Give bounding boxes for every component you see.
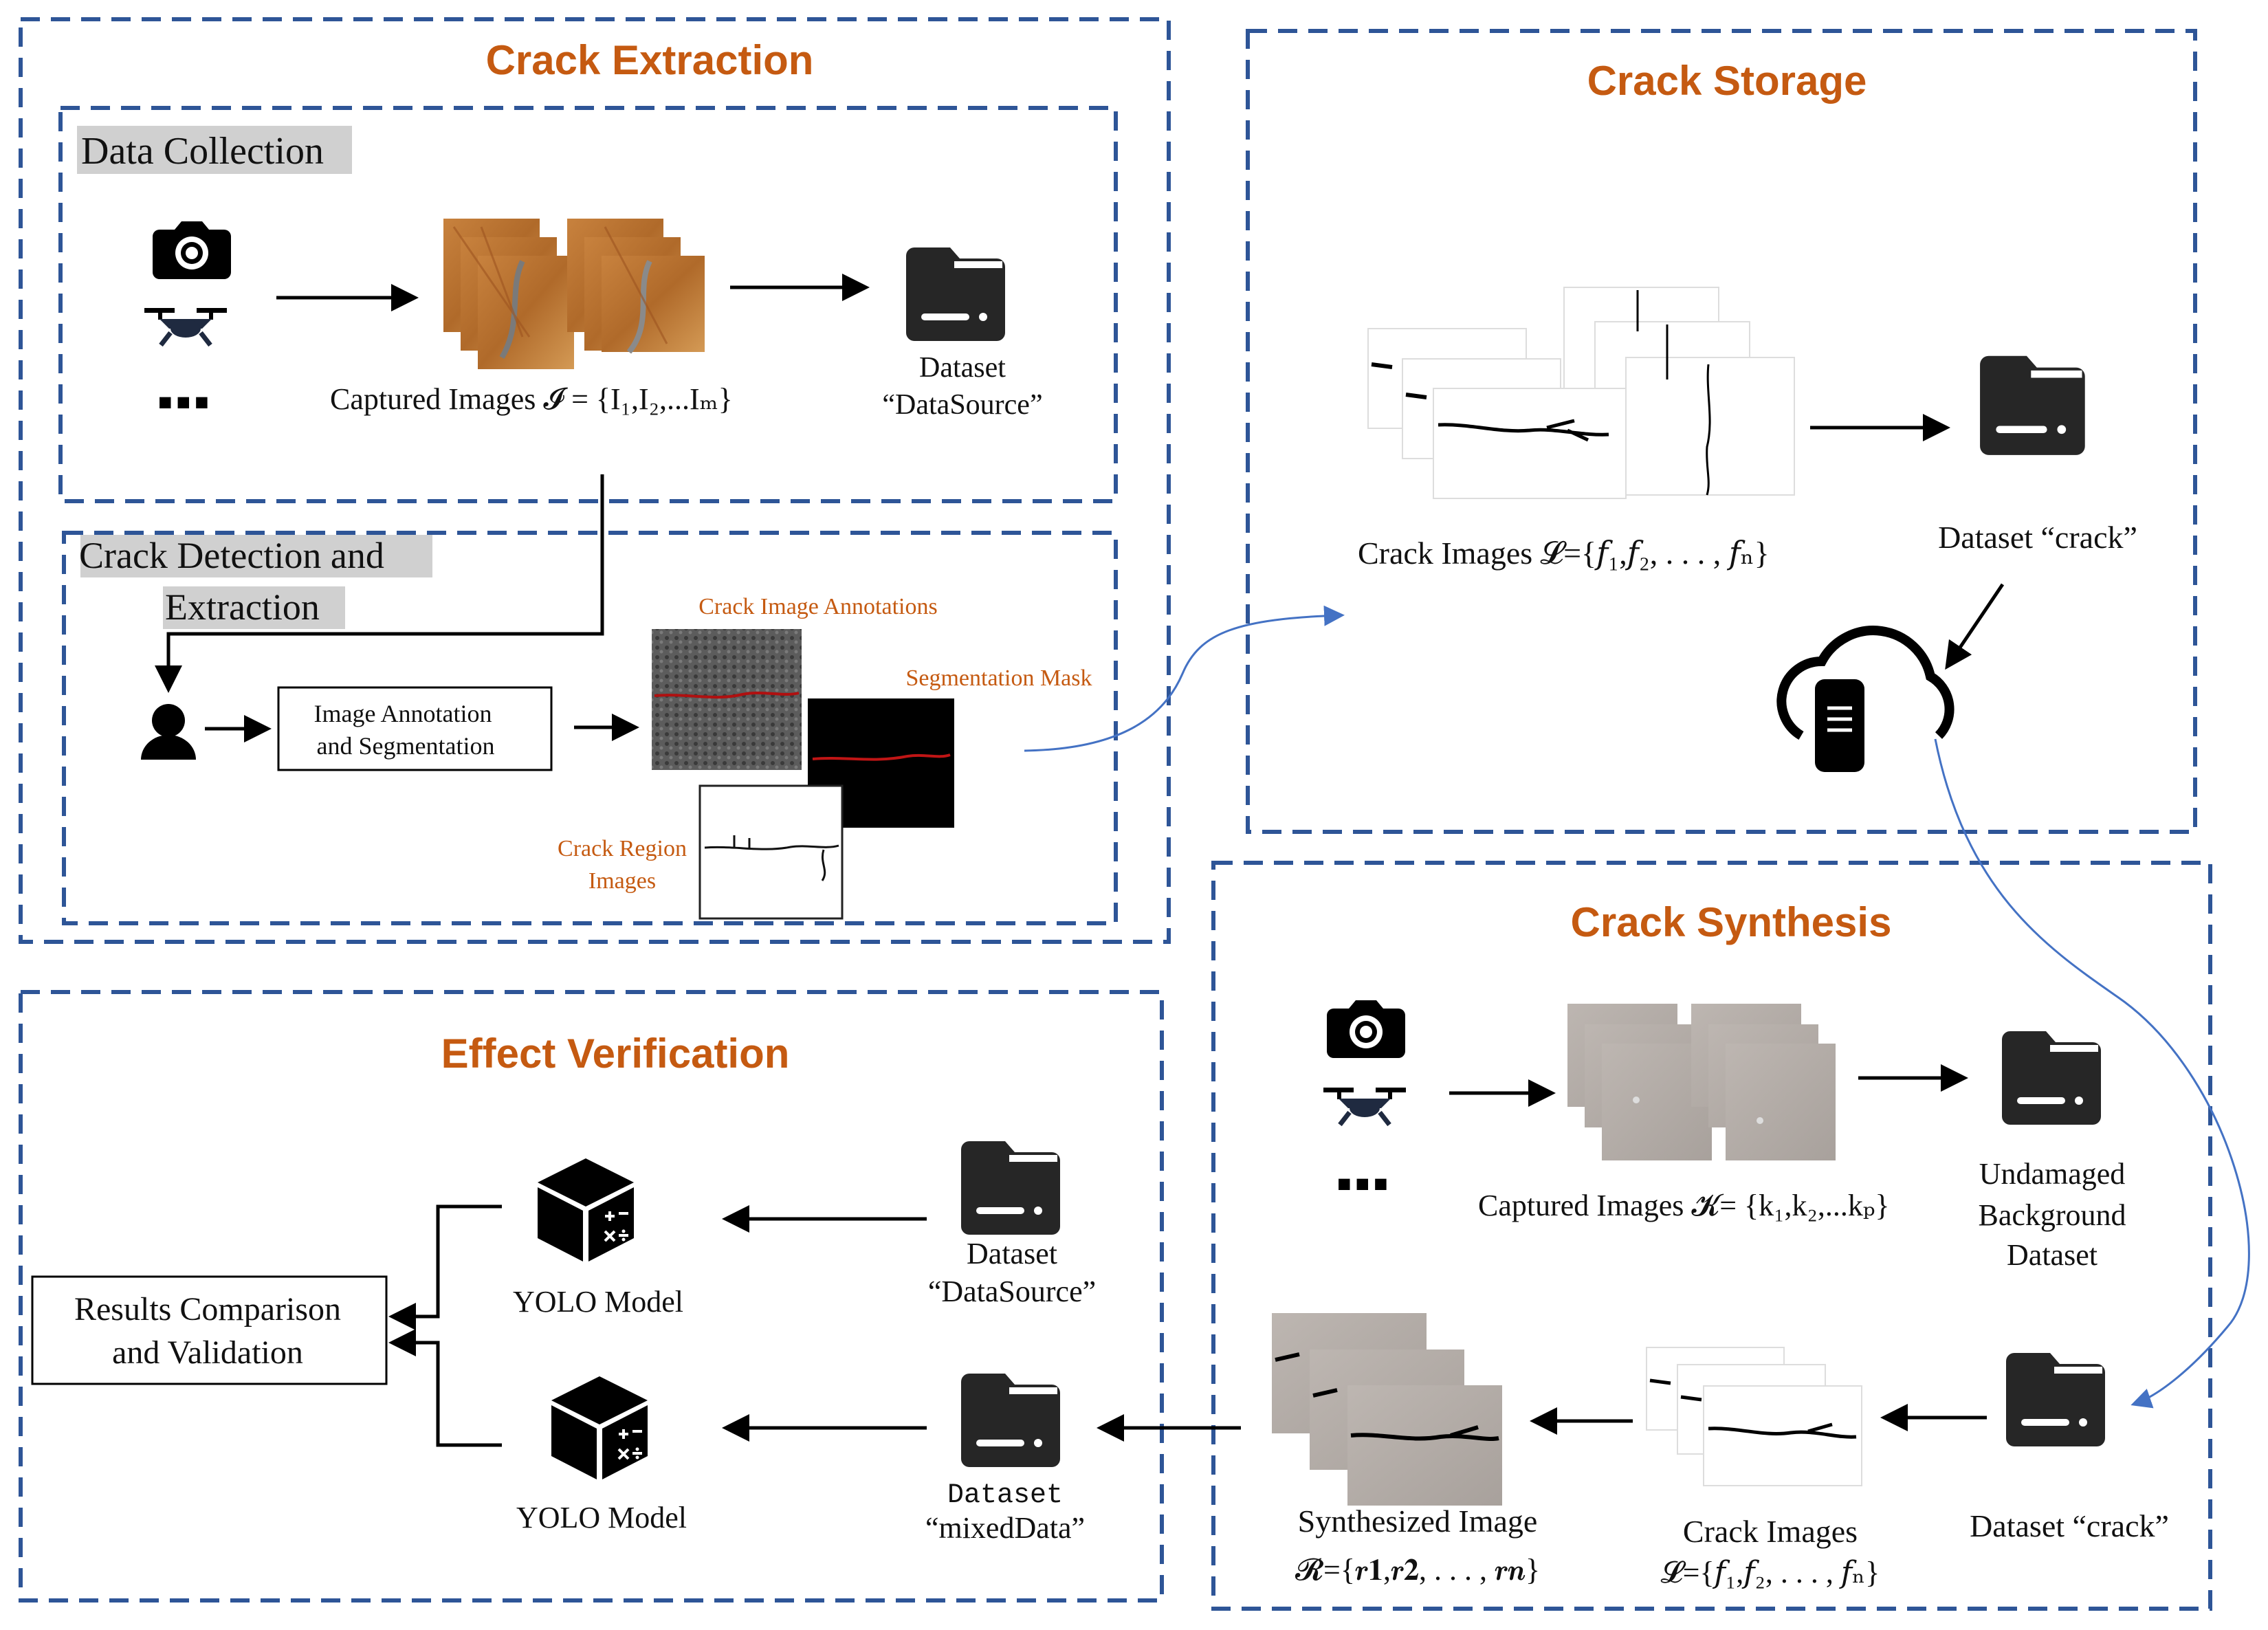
annotation-segmentation-box xyxy=(277,686,553,771)
captured-wood-images xyxy=(443,219,705,369)
dataset-mixeddata-line1: Dataset xyxy=(947,1480,1063,1511)
annotated-crack-image xyxy=(652,629,802,770)
effect-verification-title: Effect Verification xyxy=(441,1031,790,1077)
captured-images-caption: Captured Images 𝓘 = {I₁,I₂,...Iₘ} xyxy=(330,382,733,416)
camera-icon-synthesis xyxy=(1327,1000,1405,1058)
folder-icon-crack xyxy=(1980,355,2085,455)
folder-icon-undamaged xyxy=(2002,1031,2101,1125)
results-line1: Results Comparison xyxy=(74,1291,341,1328)
crack-image-annotations-label: Crack Image Annotations xyxy=(698,594,937,619)
captured-concrete-images xyxy=(1567,1004,1836,1160)
synthesis-crack-images xyxy=(1646,1347,1862,1486)
curve-extraction-to-storage xyxy=(1024,605,1345,752)
folder-icon-verify-datasource xyxy=(961,1141,1060,1235)
crack-region-label-line1: Crack Region xyxy=(558,836,687,861)
connector-yolo-bottom-to-results xyxy=(388,1329,502,1447)
crack-images-synthesis-line1: Crack Images xyxy=(1683,1514,1858,1549)
dataset-crack-storage-label: Dataset “crack” xyxy=(1938,520,2137,555)
ellipsis-dots: ■■■ xyxy=(158,389,213,415)
model-cube-icon-top xyxy=(536,1157,635,1263)
curve-cloud-to-dataset-crack xyxy=(1934,738,2250,1409)
drone-icon xyxy=(144,308,227,345)
drone-icon-synthesis xyxy=(1323,1088,1406,1125)
synthesized-images xyxy=(1272,1313,1502,1506)
dataset-datasource-verify-line2: “DataSource” xyxy=(928,1275,1096,1308)
dataset-mixeddata-line2: “mixedData” xyxy=(925,1511,1085,1545)
box-crack-detection xyxy=(62,531,1118,925)
folder-icon-dataset-crack xyxy=(2006,1353,2105,1446)
folder-icon-mixeddata xyxy=(961,1374,1060,1467)
folder-icon xyxy=(906,247,1005,341)
data-collection-label: Data Collection xyxy=(81,130,324,173)
crack-region-label-line2: Images xyxy=(588,868,656,894)
synthesized-image-line2: 𝓡={𝒓𝟏,𝒓𝟐, . . . , 𝒓𝒏} xyxy=(1295,1553,1540,1587)
camera-icon xyxy=(153,221,231,279)
section-crack-extraction xyxy=(19,17,1171,944)
model-cube-icon-bottom xyxy=(550,1375,649,1481)
box-data-collection xyxy=(58,106,1118,503)
section-crack-synthesis xyxy=(1211,861,2212,1611)
annotation-box-line2: and Segmentation xyxy=(317,732,495,760)
synthesized-image-line1: Synthesized Image xyxy=(1298,1504,1538,1539)
crack-extraction-title: Crack Extraction xyxy=(486,37,814,83)
crack-images-storage-caption: Crack Images 𝓛={𝑓₁,𝑓₂, . . . , 𝑓ₙ} xyxy=(1358,536,1770,571)
section-crack-storage xyxy=(1246,29,2197,834)
crack-storage-title: Crack Storage xyxy=(1587,58,1867,104)
crack-synthesis-title: Crack Synthesis xyxy=(1571,899,1892,945)
crack-images-synthesis-line2: 𝓛={𝑓₁,𝑓₂, . . . , 𝑓ₙ} xyxy=(1661,1556,1880,1589)
dataset-datasource-verify-line1: Dataset xyxy=(967,1237,1057,1270)
annotation-box-line1: Image Annotation xyxy=(314,700,492,727)
undamaged-line2: Background xyxy=(1978,1198,2126,1232)
yolo-model-bottom-label: YOLO Model xyxy=(516,1501,687,1534)
person-icon xyxy=(141,704,196,760)
section-effect-verification xyxy=(19,990,1164,1603)
dataset-datasource-line1: Dataset xyxy=(919,352,1006,384)
captured-images-synthesis-caption: Captured Images 𝓚= {k₁,k₂,...kₚ} xyxy=(1478,1189,1890,1222)
undamaged-line1: Undamaged xyxy=(1979,1157,2126,1191)
connector-yolo-top-to-results xyxy=(388,1204,502,1330)
crack-image-stack xyxy=(1367,287,1795,499)
connector-collection-to-person xyxy=(155,474,604,693)
ellipsis-dots-synthesis: ■■■ xyxy=(1337,1171,1392,1197)
results-line2: and Validation xyxy=(112,1334,303,1371)
undamaged-line3: Dataset xyxy=(2007,1238,2098,1272)
crack-detection-label-line1: Crack Detection and xyxy=(79,535,384,576)
segmentation-mask-label: Segmentation Mask xyxy=(905,665,1092,691)
yolo-model-top-label: YOLO Model xyxy=(513,1285,683,1319)
crack-region-image xyxy=(698,784,844,920)
crack-detection-label-line2: Extraction xyxy=(165,586,320,628)
results-comparison-box xyxy=(31,1275,388,1385)
arrow-dataset-to-cloud xyxy=(1945,583,2005,670)
cloud-server-icon xyxy=(1776,626,1955,772)
dataset-datasource-line2: “DataSource” xyxy=(882,389,1042,421)
dataset-crack-synthesis-label: Dataset “crack” xyxy=(1970,1508,2169,1543)
